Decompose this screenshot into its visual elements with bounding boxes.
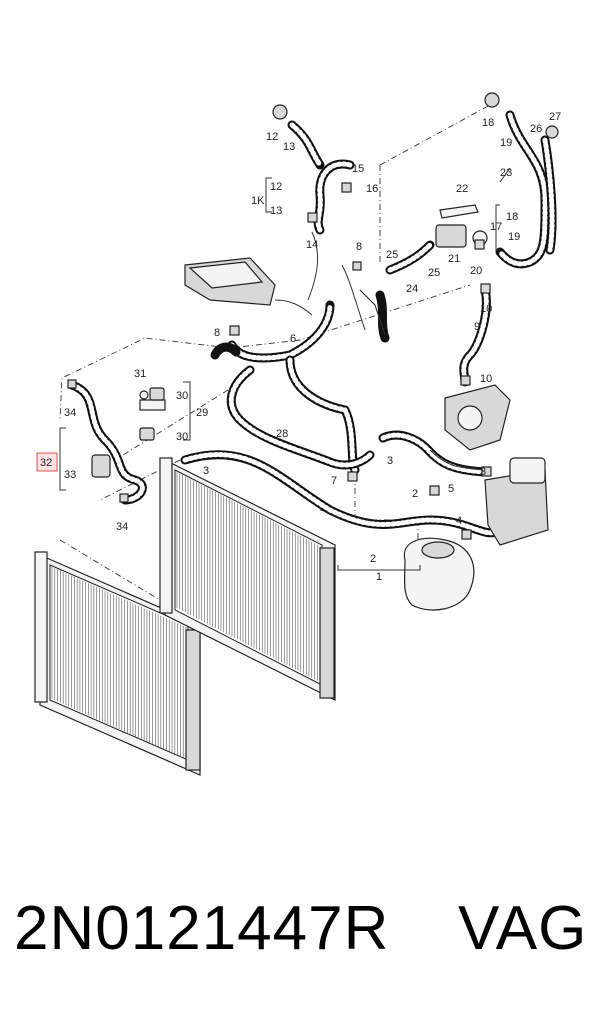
callout-c29: 29 [196,407,208,419]
callout-c25b: 25 [428,267,440,279]
callout-c30b: 30 [176,431,188,443]
brand-label: VAG [458,894,588,963]
callout-c28: 28 [276,428,288,440]
pipes [274,231,486,471]
callout-c2b: 2 [370,553,376,565]
hoses [67,110,557,538]
callout-c1K: 1K [251,195,265,207]
callout-c3c: 3 [480,466,486,478]
callout-c26: 26 [530,123,542,135]
cooling-hose-diagram: 121315161K121314825242521201819262723221… [34,92,561,776]
callout-c34b: 34 [116,521,128,533]
callout-c19b: 19 [508,231,520,243]
callout-c32: 32 [40,457,52,469]
callout-c7: 7 [331,475,337,487]
callout-c15: 15 [352,163,364,175]
callout-c13b: 13 [270,205,282,217]
callout-c23: 23 [500,167,512,179]
components [67,92,559,611]
callout-c17: 17 [490,221,502,233]
callout-c33: 33 [64,469,76,481]
callout-c2a: 2 [412,488,418,500]
callout-c10a: 10 [480,303,492,315]
callout-c8b: 8 [214,327,220,339]
callout-c1: 1 [376,571,382,583]
callout-c13a: 13 [283,141,295,153]
callout-c10b: 10 [480,373,492,385]
callout-c31: 31 [134,368,146,380]
radiator-rear [34,551,201,776]
callout-brackets [59,167,511,571]
callout-c34a: 34 [64,407,76,419]
callout-c3b: 3 [387,455,393,467]
callout-c3a: 3 [203,465,209,477]
part-number: 2N0121447R [14,894,390,963]
callout-c16: 16 [366,183,378,195]
callout-c6: 6 [290,333,296,345]
callout-c12b: 12 [270,181,282,193]
callout-c18b: 18 [506,211,518,223]
callout-c20: 20 [470,265,482,277]
callout-c18a: 18 [482,117,494,129]
callout-c8a: 8 [356,241,362,253]
callout-c19a: 19 [500,137,512,149]
callout-c24: 24 [406,283,418,295]
callout-c4: 4 [456,515,462,527]
callout-c27: 27 [549,111,561,123]
highlight-box-32 [36,452,58,472]
callout-c14: 14 [306,239,318,251]
callout-c5: 5 [448,483,454,495]
callout-c9: 9 [474,321,480,333]
callout-c21: 21 [448,253,460,265]
callout-c25a: 25 [386,249,398,261]
callout-c22: 22 [456,183,468,195]
callout-c12a: 12 [266,131,278,143]
radiator-front [159,457,336,701]
callout-c30a: 30 [176,390,188,402]
